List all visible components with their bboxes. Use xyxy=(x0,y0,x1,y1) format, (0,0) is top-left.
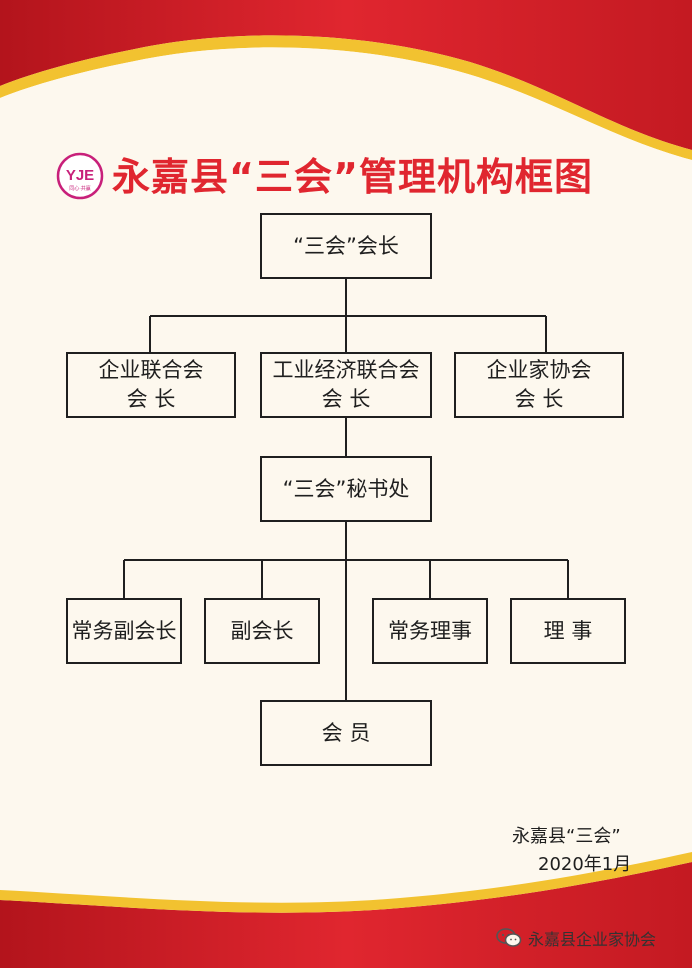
node-line1: 企业联合会 xyxy=(98,358,204,382)
org-node-chairman: “三会”会长 xyxy=(260,213,432,279)
org-node-members: 会 员 xyxy=(260,700,432,766)
org-node-industrial-federation: 工业经济联合会 会 长 xyxy=(260,352,432,418)
node-label: 常务理事 xyxy=(388,618,472,643)
org-node-executive-vice-president: 常务副会长 xyxy=(66,598,182,664)
node-label: 理 事 xyxy=(543,618,593,643)
org-node-entrepreneurs-association: 企业家协会 会 长 xyxy=(454,352,624,418)
bottom-gold-stripe xyxy=(0,852,692,913)
org-node-chairman-label: “三会”会长 xyxy=(293,233,399,258)
org-node-members-label: 会 员 xyxy=(321,720,371,745)
signature-org: 永嘉县“三会” xyxy=(512,826,621,847)
top-white-stripe xyxy=(0,47,692,167)
node-line1: 企业家协会 xyxy=(486,358,592,382)
org-node-enterprise-federation: 企业联合会 会 长 xyxy=(66,352,236,418)
page-title: 永嘉县“三会”管理机构框图 xyxy=(112,155,593,199)
node-label: 常务副会长 xyxy=(71,618,177,643)
watermark-text: 永嘉县企业家协会 xyxy=(528,930,657,949)
ye-logo: YJE 同心·共赢 xyxy=(56,152,104,200)
node-line2: 会 长 xyxy=(514,387,564,411)
top-red-band xyxy=(0,0,692,150)
node-line1: 工业经济联合会 xyxy=(272,358,420,382)
node-line2: 会 长 xyxy=(126,387,176,411)
org-node-executive-director: 常务理事 xyxy=(372,598,488,664)
signature-date: 2020年1月 xyxy=(538,854,632,875)
wechat-icon xyxy=(496,928,522,947)
top-gold-stripe xyxy=(0,35,692,161)
node-label: 副会长 xyxy=(230,618,294,643)
org-node-vice-president: 副会长 xyxy=(204,598,320,664)
org-node-director: 理 事 xyxy=(510,598,626,664)
org-node-secretariat: “三会”秘书处 xyxy=(260,456,432,522)
logo-subtext: 同心·共赢 xyxy=(69,185,91,192)
node-line2: 会 长 xyxy=(321,387,371,411)
logo-letters: YJE xyxy=(66,167,94,184)
org-node-secretariat-label: “三会”秘书处 xyxy=(282,476,410,501)
